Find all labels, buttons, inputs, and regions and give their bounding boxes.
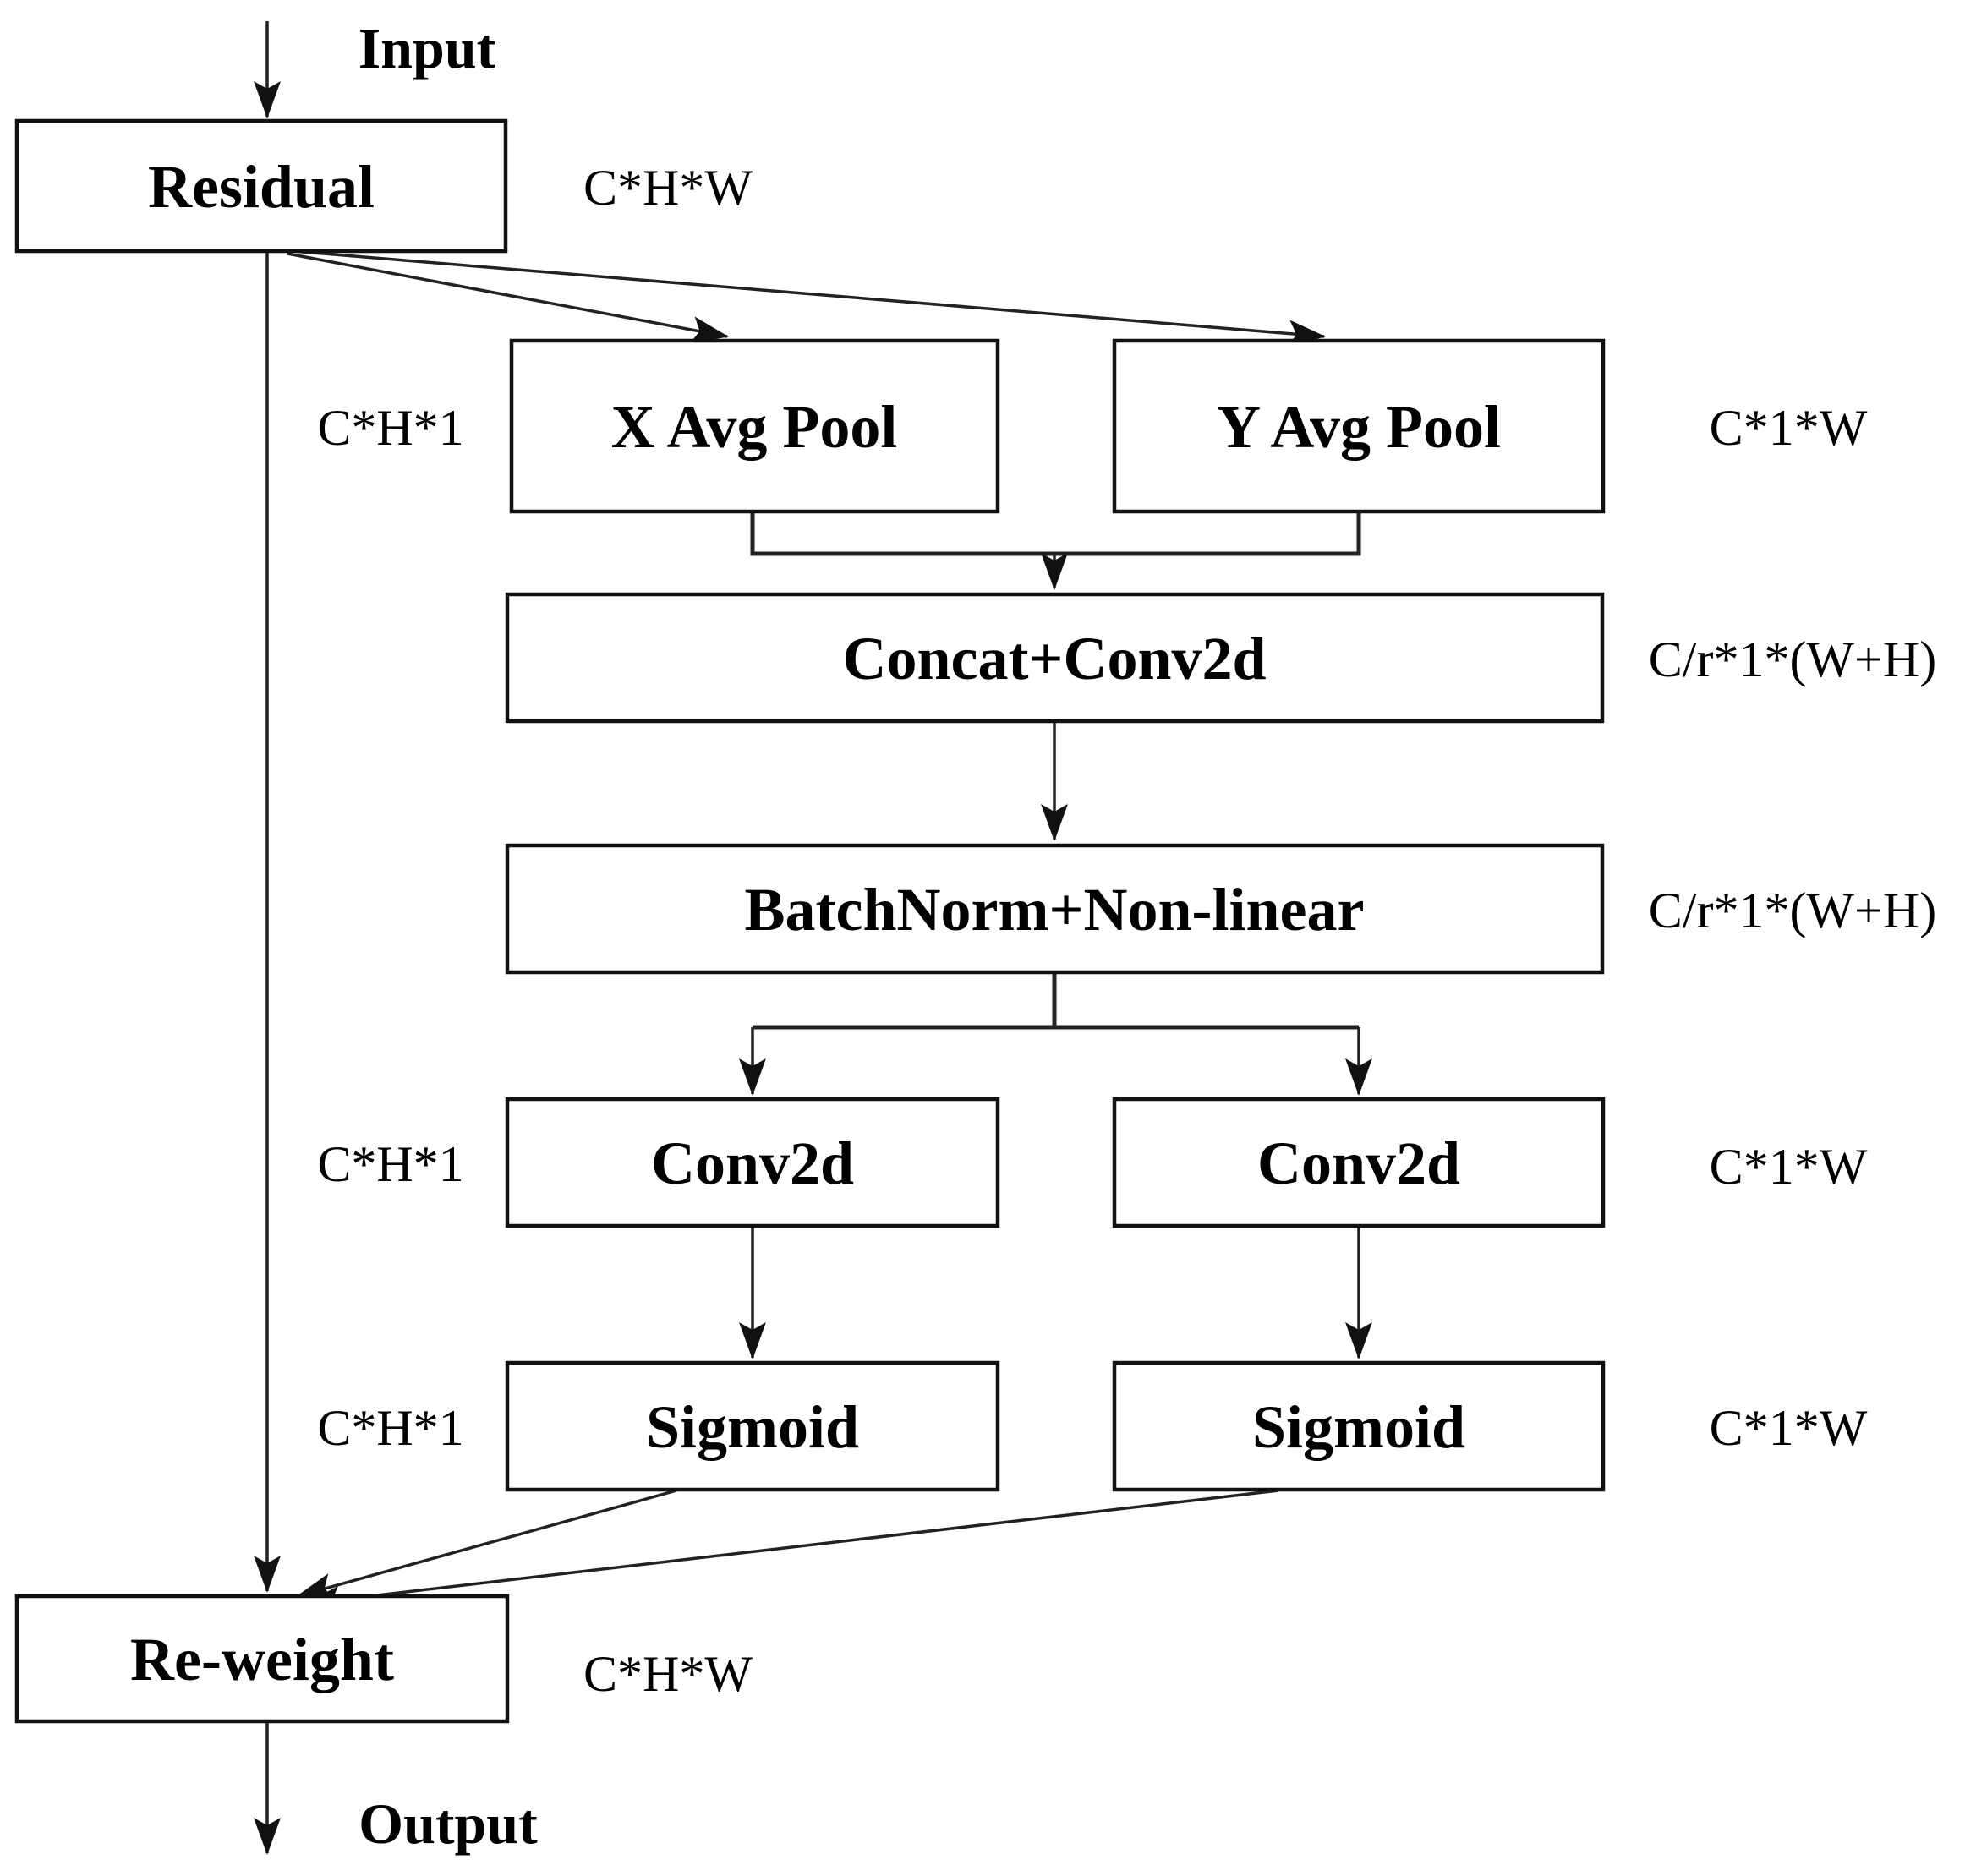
sigmoid-y-node-label: Sigmoid	[1252, 1393, 1465, 1461]
sigmoid-x-node-label: Sigmoid	[646, 1393, 859, 1461]
dimension-annotations: C*H*W C*H*1 C*1*W C/r*1*(W+H) C/r*1*(W+H…	[317, 160, 1936, 1702]
residual-node-label: Residual	[148, 153, 375, 221]
residual-node-box	[14, 118, 508, 254]
residual-dim-label: C*H*W	[583, 160, 753, 216]
x-avg-pool-node-box	[509, 338, 1000, 514]
nodes: Residual X Avg Pool Y Avg Pool Concat+Co…	[14, 118, 1606, 1724]
conv2d-x-node-label: Conv2d	[651, 1129, 854, 1197]
edge-split-left	[753, 972, 1057, 1030]
y-avg-pool-dim-label: C*1*W	[1710, 400, 1868, 456]
edge-residual-to-x-avg-pool	[287, 252, 729, 343]
io-labels: Input Output	[359, 16, 538, 1856]
concat-conv2d-node-box	[505, 592, 1605, 724]
conv2d-y-node-box	[1112, 1097, 1606, 1228]
batchnorm-nonlinear-node-box	[505, 843, 1605, 975]
edge-residual-to-y-avg-pool	[292, 249, 1326, 347]
concat-conv2d-node-label: Concat+Conv2d	[842, 625, 1266, 692]
y-avg-pool-node-label: Y Avg Pool	[1217, 393, 1501, 461]
sigmoid-y-dim-label: C*1*W	[1710, 1400, 1868, 1456]
conv2d-x-node-box	[505, 1097, 1000, 1228]
output-label: Output	[359, 1791, 538, 1856]
conv2d-y-node-label: Conv2d	[1257, 1129, 1460, 1197]
conv2d-x-dim-label: C*H*1	[317, 1136, 463, 1192]
sigmoid-y-node-box	[1112, 1360, 1606, 1492]
reweight-node-label: Re-weight	[130, 1626, 394, 1693]
edge-sigmoid-x-to-reweight	[296, 1489, 677, 1600]
concat-conv2d-dim-label: C/r*1*(W+H)	[1649, 632, 1936, 687]
sigmoid-x-node-box	[505, 1360, 1000, 1492]
batchnorm-nonlinear-node-label: BatchNorm+Non-linear	[745, 876, 1365, 943]
y-avg-pool-node-box	[1112, 338, 1606, 514]
edge-sigmoid-y-to-reweight	[303, 1489, 1279, 1614]
x-avg-pool-dim-label: C*H*1	[317, 400, 463, 456]
edges	[254, 21, 1372, 1855]
x-avg-pool-node-label: X Avg Pool	[611, 393, 898, 461]
input-label: Input	[359, 16, 496, 80]
reweight-node-box	[14, 1594, 510, 1724]
edge-pool-merge	[750, 511, 1361, 556]
sigmoid-x-dim-label: C*H*1	[317, 1400, 463, 1456]
conv2d-y-dim-label: C*1*W	[1710, 1139, 1868, 1195]
batchnorm-nonlinear-dim-label: C/r*1*(W+H)	[1649, 883, 1936, 938]
reweight-dim-label: C*H*W	[583, 1646, 753, 1702]
